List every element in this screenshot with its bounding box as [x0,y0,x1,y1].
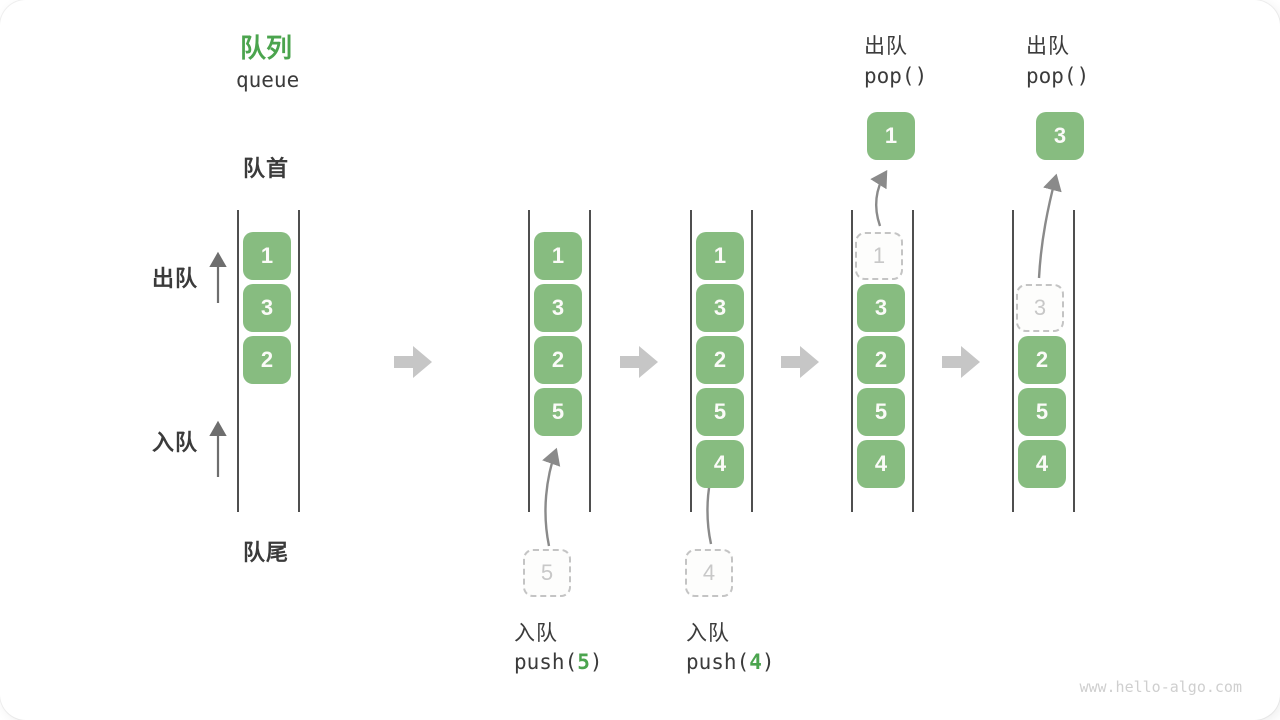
queue-wall [912,210,914,512]
enqueue-op-code: push(5) [514,650,603,674]
enqueue-op-code: push(4) [686,650,775,674]
queue-wall [690,210,692,512]
dequeue-op-label: 出队 [1026,35,1070,58]
diagram-title-en: queue [236,68,300,92]
queue-element: 2 [243,336,291,384]
queue-element: 2 [534,336,582,384]
queue-element: 5 [696,388,744,436]
popped-element: 1 [867,112,915,160]
enqueue-op-label: 入队 [686,622,730,645]
queue-element: 3 [534,284,582,332]
queue-element: 1 [243,232,291,280]
queue-wall [1073,210,1075,512]
queue-rear-label: 队尾 [243,540,290,565]
queue-wall [751,210,753,512]
dequeue-op-code: pop() [864,64,928,88]
queue-element: 1 [534,232,582,280]
queue-element: 4 [1018,440,1066,488]
state-transition-arrow-icon [781,346,819,378]
code-post: ) [589,650,603,674]
state-transition-arrow-icon [942,346,980,378]
queue-element: 5 [1018,388,1066,436]
dequeued-slot-ghost: 3 [1016,284,1064,332]
queue-front-label: 队首 [243,156,290,181]
code-arg: 5 [577,650,590,674]
queue-element: 3 [243,284,291,332]
code-pre: push( [514,650,578,674]
state-transition-arrow-icon [620,346,658,378]
enqueue-side-label: 入队 [152,430,199,455]
code-arg: 4 [749,650,762,674]
queue-wall [528,210,530,512]
queue-element: 2 [1018,336,1066,384]
queue-element: 5 [534,388,582,436]
dequeued-slot-ghost: 1 [855,232,903,280]
queue-element: 2 [857,336,905,384]
queue-wall [589,210,591,512]
state-transition-arrow-icon [394,346,432,378]
staged-element-ghost: 5 [523,549,571,597]
code-post: ) [761,650,775,674]
queue-element: 3 [857,284,905,332]
dequeue-3-arrow-icon [1037,173,1062,279]
dequeue-op-code: pop() [1026,64,1090,88]
queue-wall [1012,210,1014,512]
queue-wall [237,210,239,512]
queue-element: 1 [696,232,744,280]
popped-element: 3 [1036,112,1084,160]
queue-element: 5 [857,388,905,436]
queue-element: 4 [696,440,744,488]
dequeue-side-label: 出队 [152,266,199,291]
dequeue-op-label: 出队 [864,35,908,58]
queue-wall [851,210,853,512]
code-pre: push( [686,650,750,674]
queue-element: 4 [857,440,905,488]
staged-element-ghost: 4 [685,549,733,597]
queue-wall [298,210,300,512]
enqueue-5-arrow-icon [542,447,561,547]
enqueue-op-label: 入队 [514,622,558,645]
queue-element: 2 [696,336,744,384]
dequeue-1-arrow-icon [870,169,888,227]
watermark: www.hello-algo.com [1079,678,1242,696]
diagram-title-zh: 队列 [240,33,293,63]
queue-element: 3 [696,284,744,332]
